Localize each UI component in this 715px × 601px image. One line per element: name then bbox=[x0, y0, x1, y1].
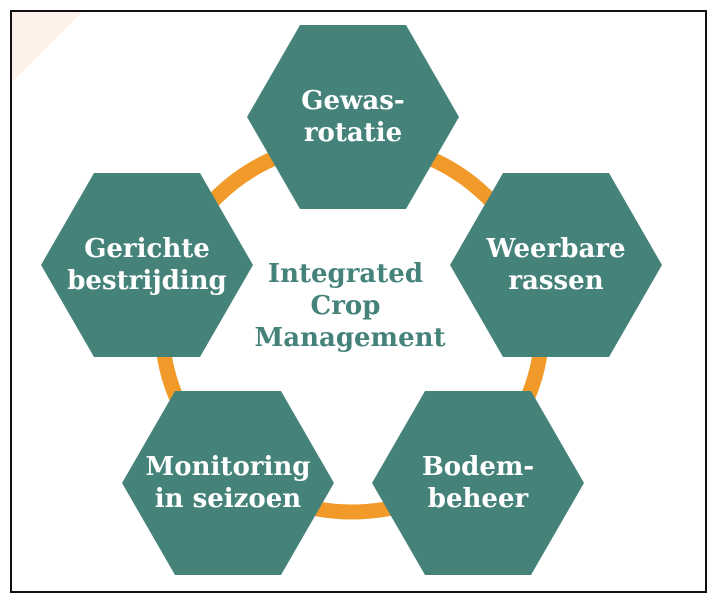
hexagon-shape bbox=[450, 173, 662, 357]
hexagon-label-line-1: Gerichte bbox=[84, 234, 210, 264]
hexagon-shape bbox=[372, 391, 584, 575]
hexagon-label-line-2: rassen bbox=[508, 266, 603, 296]
center-title-line-1: Integrated bbox=[268, 259, 423, 289]
hexagon-shape bbox=[41, 173, 253, 357]
hexagon-label-line-2: rotatie bbox=[304, 118, 402, 148]
hexagon-label-line-1: Bodem- bbox=[422, 452, 534, 482]
hexagon-label-line-1: Monitoring bbox=[146, 452, 311, 482]
hexagon-label-line-1: Gewas- bbox=[301, 86, 404, 116]
hexagon-label: Gewas-rotatie bbox=[301, 86, 404, 148]
hexagon-shape bbox=[247, 25, 459, 209]
hexagon-label-line-2: in seizoen bbox=[155, 484, 302, 514]
hexagon-label: Bodem-beheer bbox=[422, 452, 534, 514]
hexagon-label-line-2: beheer bbox=[428, 484, 529, 514]
hexagon-shape bbox=[122, 391, 334, 575]
center-title-line-2: Crop bbox=[311, 291, 381, 321]
center-title-line-3: Management bbox=[254, 323, 445, 353]
hexagon-label-line-1: Weerbare bbox=[485, 234, 625, 264]
corner-decoration bbox=[12, 12, 82, 82]
center-title: Integrated Crop Management bbox=[254, 259, 445, 353]
hexagon-gewasrotatie: Gewas-rotatie bbox=[247, 25, 459, 209]
hexagon-label-line-2: bestrijding bbox=[67, 266, 227, 296]
hexagon-bodembeheer: Bodem-beheer bbox=[372, 391, 584, 575]
